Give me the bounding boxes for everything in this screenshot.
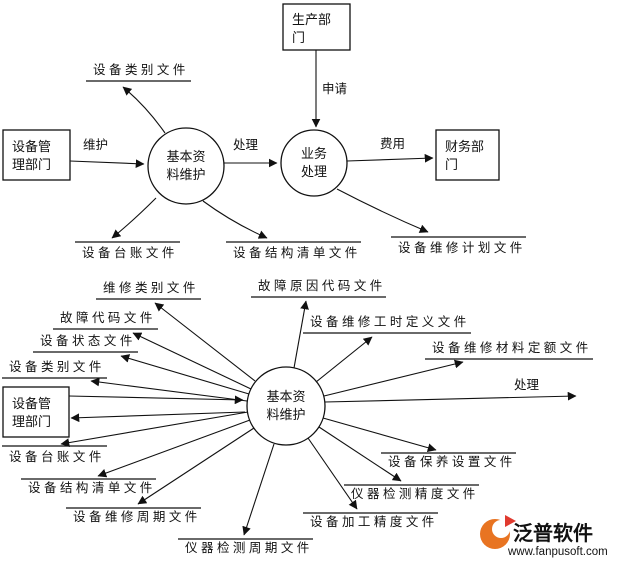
arrow-process-to-dept (70, 411, 246, 423)
arrow-to-ledger-bottom (60, 411, 249, 447)
datastore-repair-material-quota-label: 设 备 维 修 材 料 定 额 文 件 (432, 340, 588, 355)
process-basic-maintain-top-label-line1: 基本资 (166, 149, 205, 164)
entity-equipment-dept-bottom-label-line2: 理部门 (12, 414, 51, 429)
process-basic-maintain-bottom (246, 366, 326, 446)
datastore-category-bottom-label: 设 备 类 别 文 件 (9, 359, 101, 374)
process-basic-maintain-bottom-label-line1: 基本资 (266, 389, 305, 404)
entity-equipment-dept-top-label-line1: 设备管 (12, 139, 51, 154)
process-basic-maintain-top (147, 127, 225, 205)
datastore-repair-cycle-label: 设 备 维 修 周 期 文 件 (73, 509, 197, 524)
flow-maintain-label: 维护 (83, 138, 108, 152)
entity-finance-dept (435, 129, 500, 181)
arrow-to-repair-category (154, 302, 256, 382)
datastore-repair-hour-define-label: 设 备 维 修 工 时 定 义 文 件 (310, 314, 466, 329)
arrow-to-structure-bottom (97, 419, 251, 478)
arrow-to-fault-reason-code (293, 300, 309, 369)
datastore-repair-category-label: 维 修 类 别 文 件 (103, 280, 195, 295)
entity-production-dept-label-line1: 生产部 (292, 12, 331, 27)
entity-production-dept-label-line2: 门 (292, 30, 305, 45)
flow-maintain-arrow (69, 159, 145, 169)
arrow-dept-to-process (68, 395, 244, 405)
datastore-fault-reason-code-label: 故 障 原 因 代 码 文 件 (258, 278, 382, 293)
watermark-url-text: www.fanpusoft.com (507, 546, 608, 558)
flow-cost-label: 费用 (380, 137, 405, 151)
datastore-category-top-label: 设 备 类 别 文 件 (93, 62, 185, 77)
process-business (280, 129, 348, 197)
datastore-status-label: 设 备 状 态 文 件 (40, 333, 132, 348)
entity-equipment-dept-bottom-label-line1: 设备管 (12, 396, 51, 411)
flow-process-label-top: 处理 (233, 138, 259, 152)
arrow-to-repair-hour-define (315, 336, 373, 383)
arrow-to-category-top (122, 86, 166, 134)
arrow-to-repair-material-quota (323, 359, 464, 397)
datastore-structure-bottom-label: 设 备 结 构 清 单 文 件 (28, 480, 152, 495)
flow-apply-label: 申请 (322, 82, 347, 96)
datastore-fault-code-label: 故 障 代 码 文 件 (60, 310, 152, 325)
arrow-to-status (120, 354, 250, 395)
flow-cost-arrow (346, 153, 434, 163)
arrow-to-upkeep-setting (322, 417, 437, 452)
watermark-logo-flame-icon (505, 515, 516, 527)
process-business-label-line2: 处理 (301, 164, 327, 179)
entity-equipment-dept-top-label-line2: 理部门 (12, 157, 51, 172)
datastore-process-precision-label: 设 备 加 工 精 度 文 件 (310, 514, 434, 529)
arrow-to-ledger-top (111, 197, 157, 239)
process-basic-maintain-bottom-label-line2: 料维护 (266, 407, 305, 422)
watermark: 泛普软件 www.fanpusoft.com (480, 515, 608, 558)
entity-equipment-dept-top (2, 129, 71, 181)
entity-finance-dept-label-line1: 财务部 (445, 139, 484, 154)
process-business-label-line1: 业务 (301, 146, 327, 161)
datastore-instrument-precision-label: 仪 器 检 测 精 度 文 件 (351, 486, 475, 501)
arrow-to-instrument-precision (318, 426, 402, 482)
arrow-to-category-bottom (90, 377, 248, 402)
datastore-ledger-bottom-label: 设 备 台 账 文 件 (9, 449, 101, 464)
arrow-to-repair-cycle (137, 427, 255, 505)
arrow-to-structure-top (202, 200, 268, 239)
arrow-to-process-precision (307, 437, 358, 510)
arrow-to-plan (336, 188, 429, 233)
process-basic-maintain-top-label-line2: 料维护 (166, 167, 205, 182)
datastore-upkeep-setting-label: 设 备 保 养 设 置 文 件 (388, 454, 512, 469)
watermark-brand-text: 泛普软件 (513, 521, 593, 545)
entity-finance-dept-label-line2: 门 (445, 157, 458, 172)
datastore-instrument-cycle-label: 仪 器 检 测 周 期 文 件 (185, 540, 309, 555)
arrow-to-fault-code (132, 332, 252, 390)
flow-process-arrow-bottom (324, 391, 577, 403)
entity-equipment-dept-bottom (2, 386, 70, 438)
datastore-plan-label: 设 备 维 修 计 划 文 件 (398, 240, 522, 255)
arrow-to-instrument-cycle (242, 443, 275, 536)
datastore-ledger-top-label: 设 备 台 账 文 件 (82, 245, 174, 260)
datastore-structure-top-label: 设 备 结 构 清 单 文 件 (233, 245, 357, 260)
flow-process-label-bottom: 处理 (514, 378, 540, 392)
